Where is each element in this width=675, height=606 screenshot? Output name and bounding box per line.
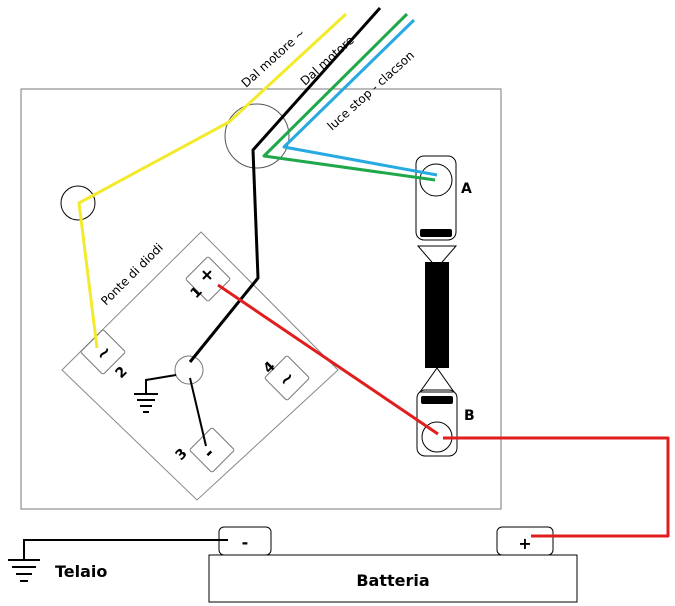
bridge-center-stud (174, 355, 204, 385)
terminal-1-number: 1 (188, 284, 206, 302)
red-wire-b-to-battery (443, 436, 670, 538)
terminal-2-box (80, 329, 126, 375)
terminal-4-box (264, 355, 310, 401)
ground-label: Telaio (55, 562, 107, 581)
contact-a-pad (420, 229, 452, 237)
battery-label: Batteria (356, 571, 429, 590)
link-top-cone (416, 245, 458, 269)
contact-b-body (416, 389, 458, 457)
blue-wire (282, 18, 438, 177)
contact-b-pad (421, 396, 453, 404)
label-ponte-di-diodi: Ponte di diodi (98, 240, 166, 308)
battery-plus-terminal (496, 526, 554, 556)
contact-a-body (415, 155, 457, 241)
bridge-ground-symbol (134, 374, 177, 413)
contact-a-label: A (461, 181, 472, 197)
bridge-minus-wire (189, 377, 207, 447)
terminal-1-box (185, 256, 231, 302)
chassis-ground-symbol (8, 539, 228, 582)
terminal-3-number: 3 (173, 446, 191, 464)
battery-plus-label: + (518, 534, 531, 553)
terminal-3-symbol: - (199, 443, 219, 463)
red-wire-bridge-to-b (217, 283, 439, 436)
mounting-hole (60, 185, 96, 221)
battery-minus-label: - (242, 533, 249, 552)
contact-b-label: B (464, 408, 475, 424)
cable-entry-hole (224, 103, 290, 169)
black-wire (188, 7, 382, 363)
diode-bridge-outline (61, 231, 339, 501)
battery-body (208, 554, 578, 603)
green-wire (262, 12, 436, 182)
terminal-2-number: 2 (113, 364, 131, 382)
terminal-3-box (189, 427, 235, 473)
link-bar (425, 262, 449, 368)
link-bottom-cone (419, 367, 455, 393)
yellow-wire (77, 12, 348, 349)
contact-a-screw (419, 163, 453, 197)
main-panel (20, 88, 502, 510)
